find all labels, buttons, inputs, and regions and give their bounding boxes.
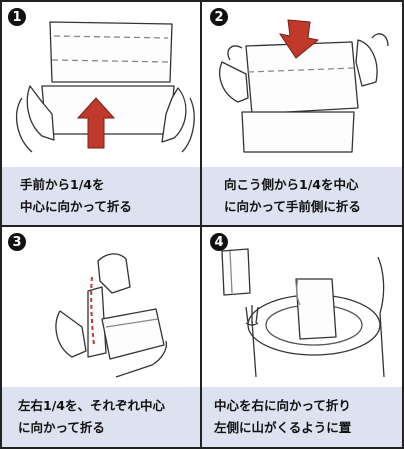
step-2-caption-line1: 向こう側から1/4を中心: [224, 177, 359, 192]
grid-divider-vertical: [200, 0, 202, 449]
step-3-caption-line2: に向かって折る: [18, 420, 105, 435]
step-1-number: 1: [8, 8, 26, 26]
step-2-caption: 向こう側から1/4を中心 に向かって手前側に折る: [202, 167, 402, 225]
step-3-illustration: 3: [2, 227, 200, 387]
step-3-caption: 左右1/4を、それぞれ中心 に向かって折る: [2, 387, 200, 447]
step-1-illustration: 1: [2, 2, 200, 167]
step-4-number: 4: [210, 233, 228, 251]
step-4-caption: 中心を右に向かって折り 左側に山がくるように置: [202, 387, 402, 447]
step-1-caption-line2: 中心に向かって折る: [20, 199, 132, 214]
step-4-illustration: 4: [202, 227, 402, 387]
step-1-arrow: [76, 97, 116, 149]
step-4-caption-line2: 左側に山がくるように置: [214, 420, 352, 435]
step-2-illustration: 2: [202, 2, 402, 167]
step-3-caption-line1: 左右1/4を、それぞれ中心: [18, 398, 165, 413]
step-3-number: 3: [8, 233, 26, 251]
step-1-caption: 手前から1/4を 中心に向かって折る: [2, 167, 200, 225]
step-1-caption-line1: 手前から1/4を: [20, 177, 105, 192]
grid-divider-horizontal: [0, 225, 404, 227]
step-4-caption-line1: 中心を右に向かって折り: [214, 398, 351, 413]
step-2-arrow: [278, 19, 320, 59]
step-2-caption-line2: に向かって手前側に折る: [224, 199, 361, 214]
step-2-number: 2: [210, 8, 228, 26]
